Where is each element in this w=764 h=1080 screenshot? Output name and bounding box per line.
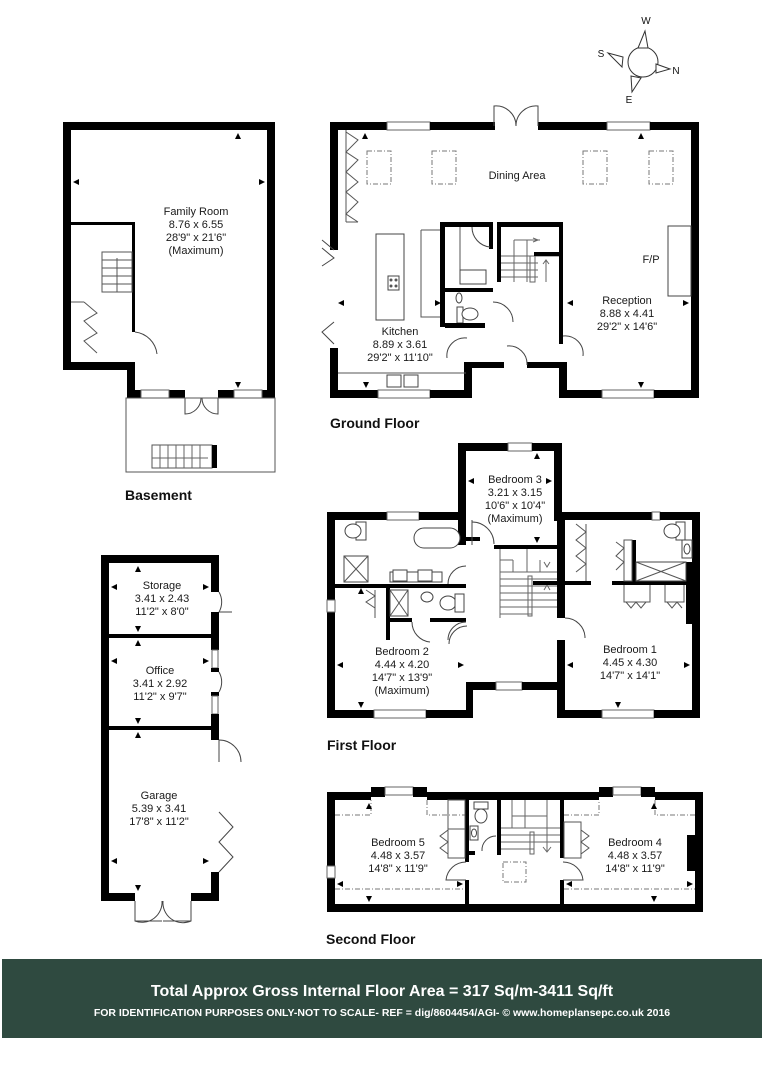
kitchen-name: Kitchen <box>382 326 419 338</box>
family-room-note: (Maximum) <box>169 245 224 257</box>
first-floor-label: First Floor <box>327 737 397 753</box>
bedroom-5-imperial: 14'8" x 11'9" <box>368 863 428 875</box>
basement-floor-label: Basement <box>125 487 192 503</box>
bedroom-2-imperial: 14'7" x 13'9" <box>372 672 432 684</box>
bedroom-2-note: (Maximum) <box>375 685 430 697</box>
office-metric: 3.41 x 2.92 <box>133 678 187 690</box>
office-name: Office <box>146 665 175 677</box>
compass-north-label: N <box>672 66 679 77</box>
garage-name: Garage <box>141 790 178 802</box>
second-floor-plan: Bedroom 5 4.48 x 3.57 14'8" x 11'9" Bedr… <box>326 786 703 947</box>
bedroom-3-name: Bedroom 3 <box>488 474 542 486</box>
compass-west-label: W <box>641 16 651 27</box>
bedroom-4-imperial: 14'8" x 11'9" <box>605 863 665 875</box>
bedroom-1-name: Bedroom 1 <box>603 644 657 656</box>
bedroom-1-imperial: 14'7" x 14'1" <box>600 670 660 682</box>
ground-floor-plan: Dining Area <box>321 105 699 431</box>
bedroom-1-metric: 4.45 x 4.30 <box>603 657 657 669</box>
basement-plan: Family Room 8.76 x 6.55 28'9" x 21'6" (M… <box>63 122 276 503</box>
reception-name: Reception <box>602 295 652 307</box>
family-room-name: Family Room <box>164 206 229 218</box>
fireplace-label: F/P <box>642 254 659 266</box>
storage-metric: 3.41 x 2.43 <box>135 593 189 605</box>
garage-imperial: 17'8" x 11'2" <box>129 816 189 828</box>
garage-metric: 5.39 x 3.41 <box>132 803 186 815</box>
office-imperial: 11'2" x 9'7" <box>133 691 186 703</box>
compass-south-label: S <box>598 49 605 60</box>
storage-imperial: 11'2" x 8'0" <box>135 606 188 618</box>
bedroom-4-name: Bedroom 4 <box>608 837 662 849</box>
bedroom-5-name: Bedroom 5 <box>371 837 425 849</box>
bedroom-3-imperial: 10'6" x 10'4" <box>485 500 545 512</box>
outbuilding-plan: Storage 3.41 x 2.43 11'2" x 8'0" Office … <box>101 555 242 924</box>
bedroom-2-name: Bedroom 2 <box>375 646 429 658</box>
dining-area-label: Dining Area <box>489 170 547 182</box>
second-floor-label: Second Floor <box>326 931 416 947</box>
bedroom-3-metric: 3.21 x 3.15 <box>488 487 542 499</box>
family-room-imperial: 28'9" x 21'6" <box>166 232 226 244</box>
bedroom-4-metric: 4.48 x 3.57 <box>608 850 662 862</box>
bedroom-5-metric: 4.48 x 3.57 <box>371 850 425 862</box>
ground-floor-label: Ground Floor <box>330 415 420 431</box>
disclaimer-text: FOR IDENTIFICATION PURPOSES ONLY-NOT TO … <box>93 1007 671 1019</box>
storage-name: Storage <box>143 580 182 592</box>
floor-area-footer: Total Approx Gross Internal Floor Area =… <box>2 959 762 1038</box>
kitchen-imperial: 29'2" x 11'10" <box>367 352 433 364</box>
total-floor-area-text: Total Approx Gross Internal Floor Area =… <box>150 983 614 1000</box>
bedroom-3-note: (Maximum) <box>488 513 543 525</box>
compass-east-label: E <box>626 95 633 106</box>
compass-rose: W S N E <box>598 16 680 106</box>
reception-metric: 8.88 x 4.41 <box>600 308 654 320</box>
family-room-metric: 8.76 x 6.55 <box>169 219 223 231</box>
first-floor-plan: Bedroom 3 3.21 x 3.15 10'6" x 10'4" (Max… <box>326 442 700 753</box>
reception-imperial: 29'2" x 14'6" <box>597 321 657 333</box>
kitchen-metric: 8.89 x 3.61 <box>373 339 427 351</box>
bedroom-2-metric: 4.44 x 4.20 <box>375 659 429 671</box>
